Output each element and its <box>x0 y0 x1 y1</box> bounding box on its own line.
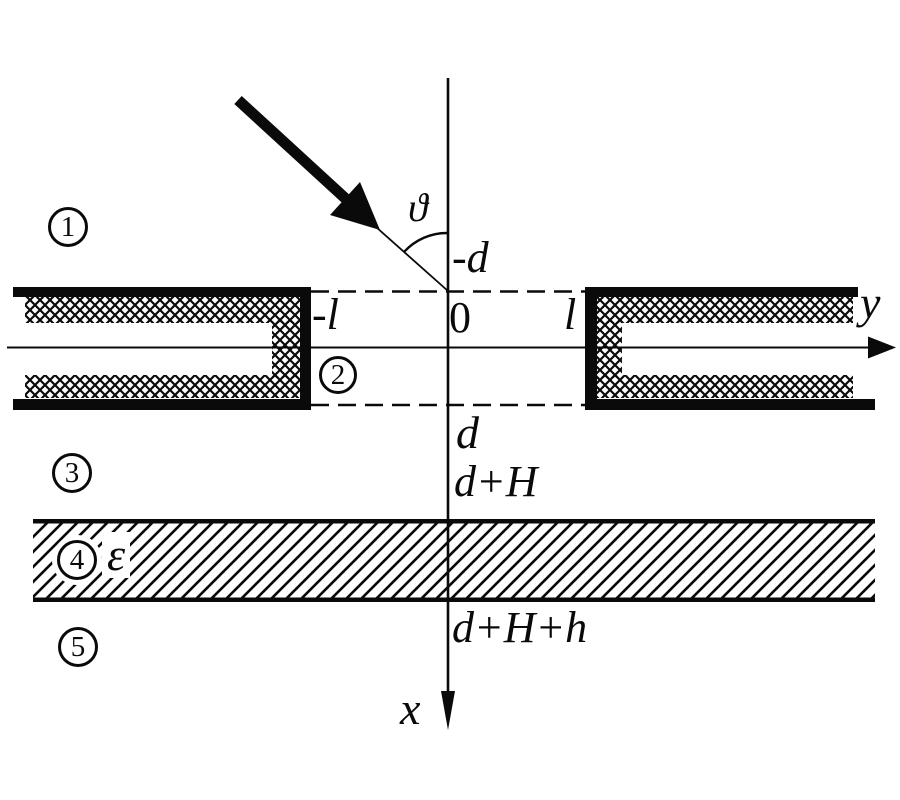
left-plate-edge-wall <box>300 287 311 410</box>
right-plate-top-wall <box>585 287 858 297</box>
dielectric-slab-fill <box>33 523 875 598</box>
left-plate-lower-fill <box>25 375 300 398</box>
d-plus-H-label: d+H <box>454 457 538 506</box>
left-plate-top-wall <box>13 287 311 297</box>
left-plate <box>13 287 311 410</box>
dielectric-slab-bottom-boundary <box>33 597 875 602</box>
angle-theta-label: ϑ <box>408 185 428 230</box>
minus-d-label: -d <box>452 233 489 282</box>
plus-l-label: l <box>564 290 577 339</box>
minus-l-label: -l <box>312 290 339 339</box>
region-1-badge: 1 <box>48 207 88 247</box>
epsilon-label: ε <box>102 532 131 578</box>
incident-arrow-shaft <box>234 95 350 204</box>
incident-arrowhead-icon <box>330 182 380 230</box>
dielectric-slab-top-boundary <box>33 519 875 524</box>
left-plate-bottom-wall <box>13 399 311 410</box>
angle-arc <box>403 231 449 253</box>
right-plate <box>585 287 875 410</box>
left-plate-connector-fill <box>272 320 300 378</box>
left-plate-upper-fill <box>25 297 300 323</box>
dielectric-slab <box>33 519 875 602</box>
incident-wave-arrow <box>234 95 449 292</box>
region-2-badge: 2 <box>319 356 357 394</box>
y-axis-label: y <box>860 277 881 328</box>
d-label: d <box>456 407 479 458</box>
right-plate-connector-fill <box>597 320 622 378</box>
right-plate-edge-wall <box>585 287 597 410</box>
d-plus-H-plus-h-label: d+H+h <box>452 603 588 652</box>
origin-label: 0 <box>449 293 471 342</box>
region-3-badge: 3 <box>52 453 92 493</box>
region-4-badge: 4 <box>57 540 97 580</box>
x-axis-label: x <box>400 683 421 734</box>
region-5-badge: 5 <box>58 627 98 667</box>
y-axis-arrowhead-icon <box>868 336 896 359</box>
x-axis-arrowhead-icon <box>441 691 455 730</box>
right-plate-upper-fill <box>597 297 853 323</box>
right-plate-lower-fill <box>597 375 853 398</box>
right-plate-bottom-wall <box>585 399 875 410</box>
incident-ray-line <box>375 226 449 292</box>
